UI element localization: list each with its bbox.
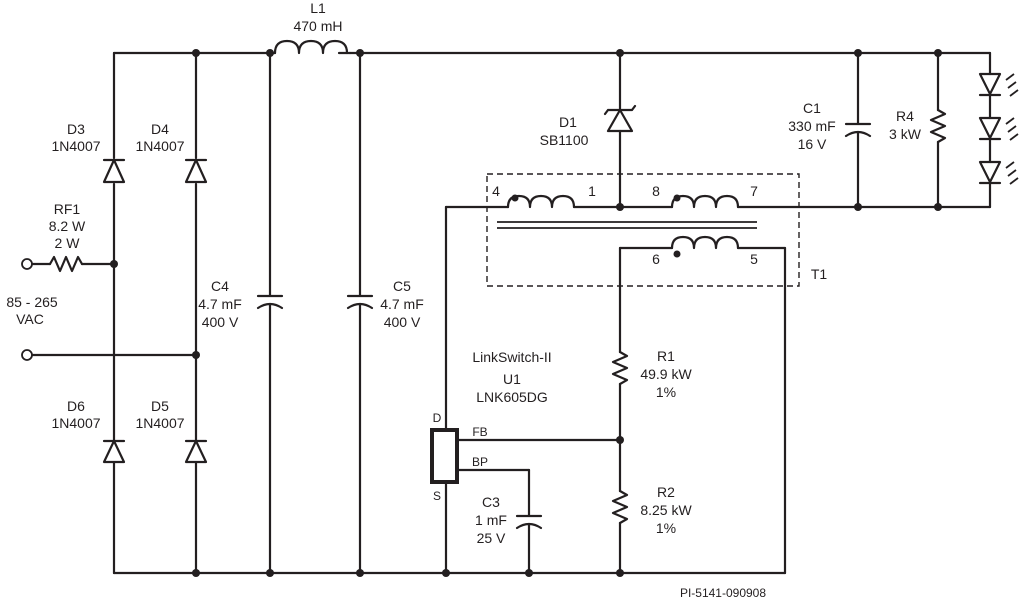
d4-diode (184, 158, 208, 184)
u1-name: LinkSwitch-II (472, 349, 551, 365)
rf1-resistor (29, 255, 116, 273)
d6-part: 1N4007 (51, 415, 100, 431)
r2-resistor (611, 489, 629, 575)
t1-core (497, 221, 757, 229)
d5-part: 1N4007 (135, 415, 184, 431)
c1-value2: 16 V (798, 136, 827, 152)
l1-inductor (273, 39, 352, 55)
t1-ref: T1 (811, 266, 828, 282)
r4-ref: R4 (896, 108, 914, 124)
t1-enclosure (486, 173, 800, 287)
c1-ref: C1 (803, 100, 821, 116)
rf1-value1: 8.2 W (49, 218, 86, 234)
r2-value2: 1% (656, 520, 676, 536)
u1-ref: U1 (503, 371, 521, 387)
t1-pin-1: 1 (588, 183, 596, 199)
d5-diode (184, 439, 208, 464)
input-label-1: 85 - 265 (6, 294, 58, 310)
u1-pin-s: S (433, 489, 441, 503)
c5-value2: 400 V (384, 314, 421, 330)
r2-value1: 8.25 kW (640, 502, 692, 518)
d4-part: 1N4007 (135, 138, 184, 154)
t1-bias-winding (618, 235, 787, 258)
r1-value2: 1% (656, 384, 676, 400)
c4-value1: 4.7 mF (198, 296, 242, 312)
r4-resistor (929, 51, 947, 209)
t1-primary-winding (444, 194, 622, 209)
c1-capacitor (844, 51, 872, 209)
c4-value2: 400 V (202, 314, 239, 330)
l1-value: 470 mH (293, 18, 342, 34)
d1-part: SB1100 (540, 132, 589, 148)
c3-value2: 25 V (477, 530, 506, 546)
c3-ref: C3 (482, 494, 500, 510)
t1-pin-6: 6 (652, 251, 660, 267)
r1-value1: 49.9 kW (640, 366, 692, 382)
input-label-2: VAC (16, 311, 44, 327)
d6-ref: D6 (67, 398, 85, 414)
u1-ic-body (430, 428, 459, 484)
d1-ref: D1 (559, 114, 577, 130)
d5-ref: D5 (151, 398, 169, 414)
c4-capacitor (256, 51, 284, 575)
u1-pin-fb: FB (472, 425, 487, 439)
d4-ref: D4 (151, 121, 169, 137)
c3-capacitor (515, 514, 543, 575)
ac-terminal-top (21, 258, 33, 270)
rf1-ref: RF1 (54, 201, 81, 217)
u1-part: LNK605DG (476, 389, 548, 405)
r1-ref: R1 (657, 348, 675, 364)
c3-value1: 1 mF (475, 512, 507, 528)
r4-value: 3 kW (889, 126, 922, 142)
t1-pin-8: 8 (652, 183, 660, 199)
junction-dots (110, 49, 942, 577)
led-string (978, 51, 1002, 209)
u1-pin-d: D (433, 411, 442, 425)
r1-resistor (611, 246, 629, 493)
t1-pin-5: 5 (750, 251, 758, 267)
d3-diode (102, 158, 126, 184)
c4-ref: C4 (211, 278, 229, 294)
t1-pin-4: 4 (492, 183, 500, 199)
l1-ref: L1 (310, 0, 326, 16)
r2-ref: R2 (657, 484, 675, 500)
d3-ref: D3 (67, 121, 85, 137)
led-emission-arrows (1005, 73, 1019, 185)
c5-ref: C5 (393, 278, 411, 294)
d6-diode (102, 439, 126, 464)
ac-terminal-bottom (21, 349, 33, 361)
d3-part: 1N4007 (51, 138, 100, 154)
t1-pin-7: 7 (750, 183, 758, 199)
c1-value1: 330 mF (788, 118, 835, 134)
rf1-value2: 2 W (55, 235, 81, 251)
bp-wire (455, 468, 531, 517)
drawing-id: PI-5141-090908 (680, 586, 766, 600)
u1-pin-bp: BP (472, 455, 488, 469)
t1-secondary-winding (618, 194, 992, 209)
c5-capacitor (346, 51, 374, 575)
c5-value1: 4.7 mF (380, 296, 424, 312)
d1-schottky-diode (603, 51, 637, 209)
